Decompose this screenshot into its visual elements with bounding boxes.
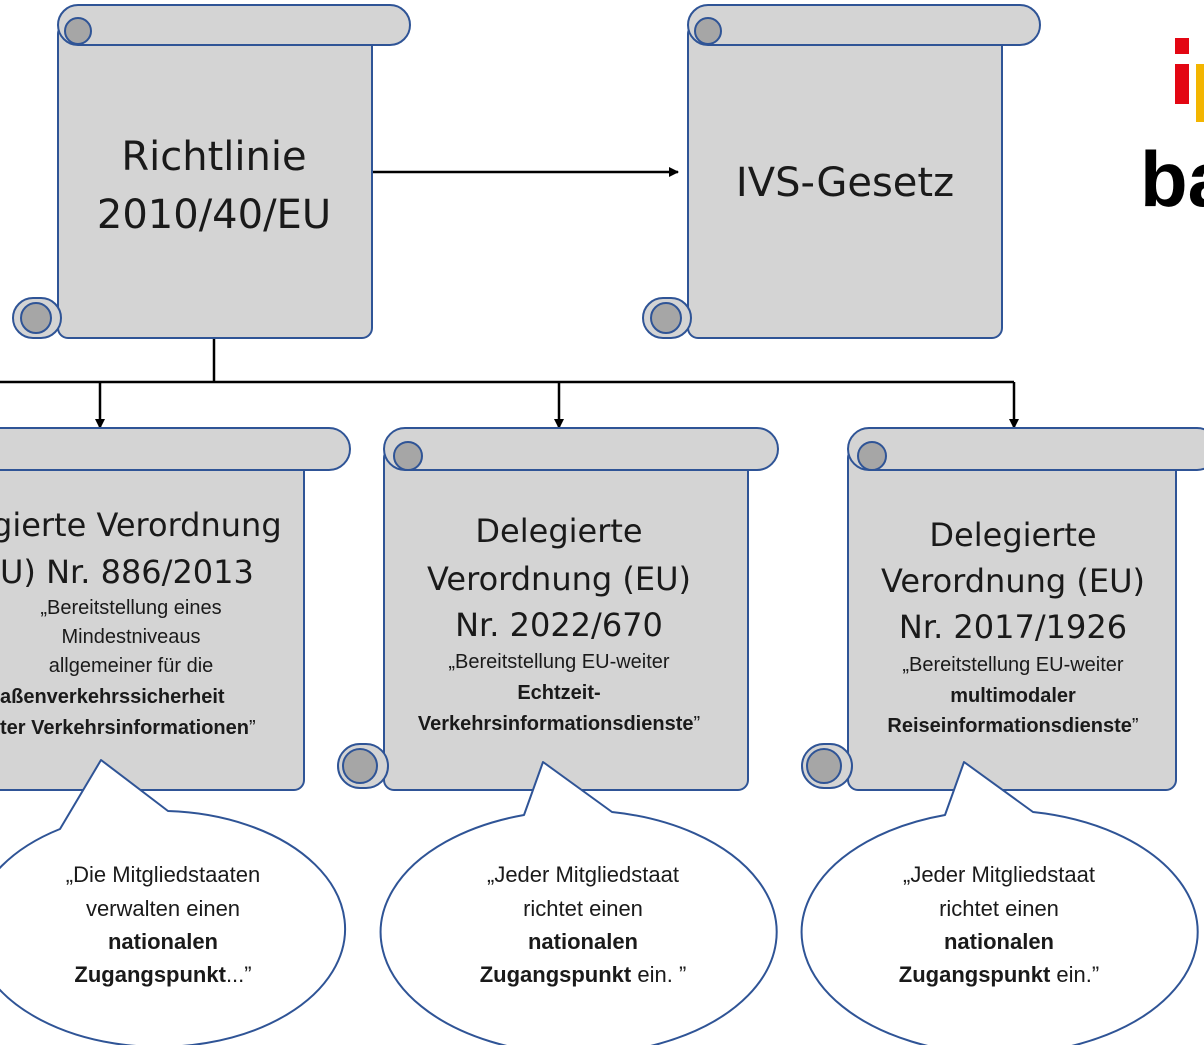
regulation-2-title-line1: Delegierte [475, 512, 642, 550]
speech-bubble-3: „Jeder Mitgliedstaat richtet einen natio… [800, 761, 1199, 1045]
scroll-top-roll [383, 427, 779, 471]
bubble-1-line4: Zugangspunkt...” [74, 962, 251, 987]
bubble-2-line4-bold: Zugangspunkt [480, 962, 632, 987]
speech-bubble-3-shape [800, 761, 1199, 1045]
scroll-top-curl [857, 441, 887, 471]
logo-red-bar [1175, 64, 1189, 104]
regulation-3-title-line3: Nr. 2017/1926 [899, 608, 1127, 646]
directive-title-line2: 2010/40/EU [97, 192, 331, 238]
bubble-3-line4-bold: Zugangspunkt [899, 962, 1051, 987]
bubble-2-line3: nationalen [528, 929, 638, 954]
bubble-2-line2: richtet einen [523, 896, 643, 921]
scroll-top-roll [57, 4, 411, 46]
speech-bubble-2-shape [379, 761, 778, 1045]
regulation-1-desc-line1: „Bereitstellung eines [40, 597, 221, 619]
scroll-body [57, 23, 373, 339]
bubble-1-line4-bold: Zugangspunkt [74, 962, 226, 987]
directive-scroll: Richtlinie 2010/40/EU [12, 4, 411, 339]
speech-bubble-1-shape [0, 759, 347, 1045]
regulation-1-title-line2: U) Nr. 886/2013 [0, 553, 254, 591]
regulation-2-desc-line1: „Bereitstellung EU-weiter [448, 651, 670, 673]
bubble-3-line2: richtet einen [939, 896, 1059, 921]
bubble-1-line4-tail: ...” [226, 962, 252, 987]
scroll-bottom-curl [806, 748, 842, 784]
bubble-3-line3: nationalen [944, 929, 1054, 954]
scroll-top-curl [694, 17, 722, 45]
bubble-2-line1: „Jeder Mitgliedstaat [487, 862, 679, 887]
regulation-2-desc-line3: Verkehrsinformationsdienste” [418, 713, 700, 735]
regulation-2-desc-line3-bold: Verkehrsinformationsdienste [418, 713, 694, 735]
regulation-3-title-line2: Verordnung (EU) [881, 562, 1145, 600]
regulation-2-title-line3: Nr. 2022/670 [455, 606, 663, 644]
regulation-2-title-line2: Verordnung (EU) [427, 560, 691, 598]
regulation-3-desc-line1: „Bereitstellung EU-weiter [902, 654, 1124, 676]
bubble-1-line2: verwalten einen [86, 896, 240, 921]
regulation-2-desc-line3-tail: ” [693, 713, 700, 735]
regulation-1-desc-line4: aßenverkehrssicherheit [0, 686, 225, 708]
bubble-2-line4-tail: ein. ” [631, 962, 686, 987]
scroll-top-curl [393, 441, 423, 471]
bubble-3-line4-tail: ein.” [1050, 962, 1099, 987]
regulation-2: Delegierte Verordnung (EU) Nr. 2022/670 … [337, 427, 779, 791]
law-scroll: IVS-Gesetz [642, 4, 1041, 339]
regulation-3-title-line1: Delegierte [929, 516, 1096, 554]
speech-bubble-2: „Jeder Mitgliedstaat richtet einen natio… [379, 761, 778, 1045]
bubble-2-line4: Zugangspunkt ein. ” [480, 962, 687, 987]
regulation-3-desc-line2: multimodaler [950, 685, 1076, 707]
regulation-3-desc-line3-tail: ” [1132, 715, 1139, 737]
bubble-3-line4: Zugangspunkt ein.” [899, 962, 1099, 987]
regulation-1: gierte Verordnung U) Nr. 886/2013 „Berei… [0, 427, 351, 791]
directive-title-line1: Richtlinie [121, 134, 306, 180]
regulation-1-desc-line5-bold: ter Verkehrsinformationen [0, 717, 249, 739]
bubble-1-line3: nationalen [108, 929, 218, 954]
regulation-1-title-line1: gierte Verordnung [0, 506, 282, 544]
scroll-top-roll [0, 427, 351, 471]
logo-wordmark: ba [1140, 135, 1204, 223]
scroll-bottom-curl [342, 748, 378, 784]
regulation-3: Delegierte Verordnung (EU) Nr. 2017/1926… [801, 427, 1204, 791]
regulation-1-desc-line5: ter Verkehrsinformationen” [0, 717, 256, 739]
scroll-bottom-curl [20, 302, 52, 334]
bubble-1-line1: „Die Mitgliedstaaten [66, 862, 260, 887]
logo-yellow-mark [1196, 64, 1204, 122]
scroll-top-roll [847, 427, 1204, 471]
regulation-1-desc-line5-tail: ” [249, 717, 256, 739]
regulation-1-desc-line2: Mindestniveaus [62, 626, 201, 648]
logo: ba [1140, 38, 1204, 223]
regulation-3-desc-line3-bold: Reiseinformationsdienste [887, 715, 1132, 737]
connectors [0, 167, 1019, 429]
regulation-1-desc-line3: allgemeiner für die [49, 655, 214, 677]
scroll-bottom-curl [650, 302, 682, 334]
regulation-3-desc-line3: Reiseinformationsdienste” [887, 715, 1138, 737]
logo-red-dot [1175, 38, 1189, 54]
regulation-2-desc-line2: Echtzeit- [517, 682, 600, 704]
scroll-top-roll [687, 4, 1041, 46]
speech-bubble-1: „Die Mitgliedstaaten verwalten einen nat… [0, 759, 347, 1045]
bubble-3-line1: „Jeder Mitgliedstaat [903, 862, 1095, 887]
scroll-top-curl [64, 17, 92, 45]
law-title: IVS-Gesetz [736, 160, 954, 206]
